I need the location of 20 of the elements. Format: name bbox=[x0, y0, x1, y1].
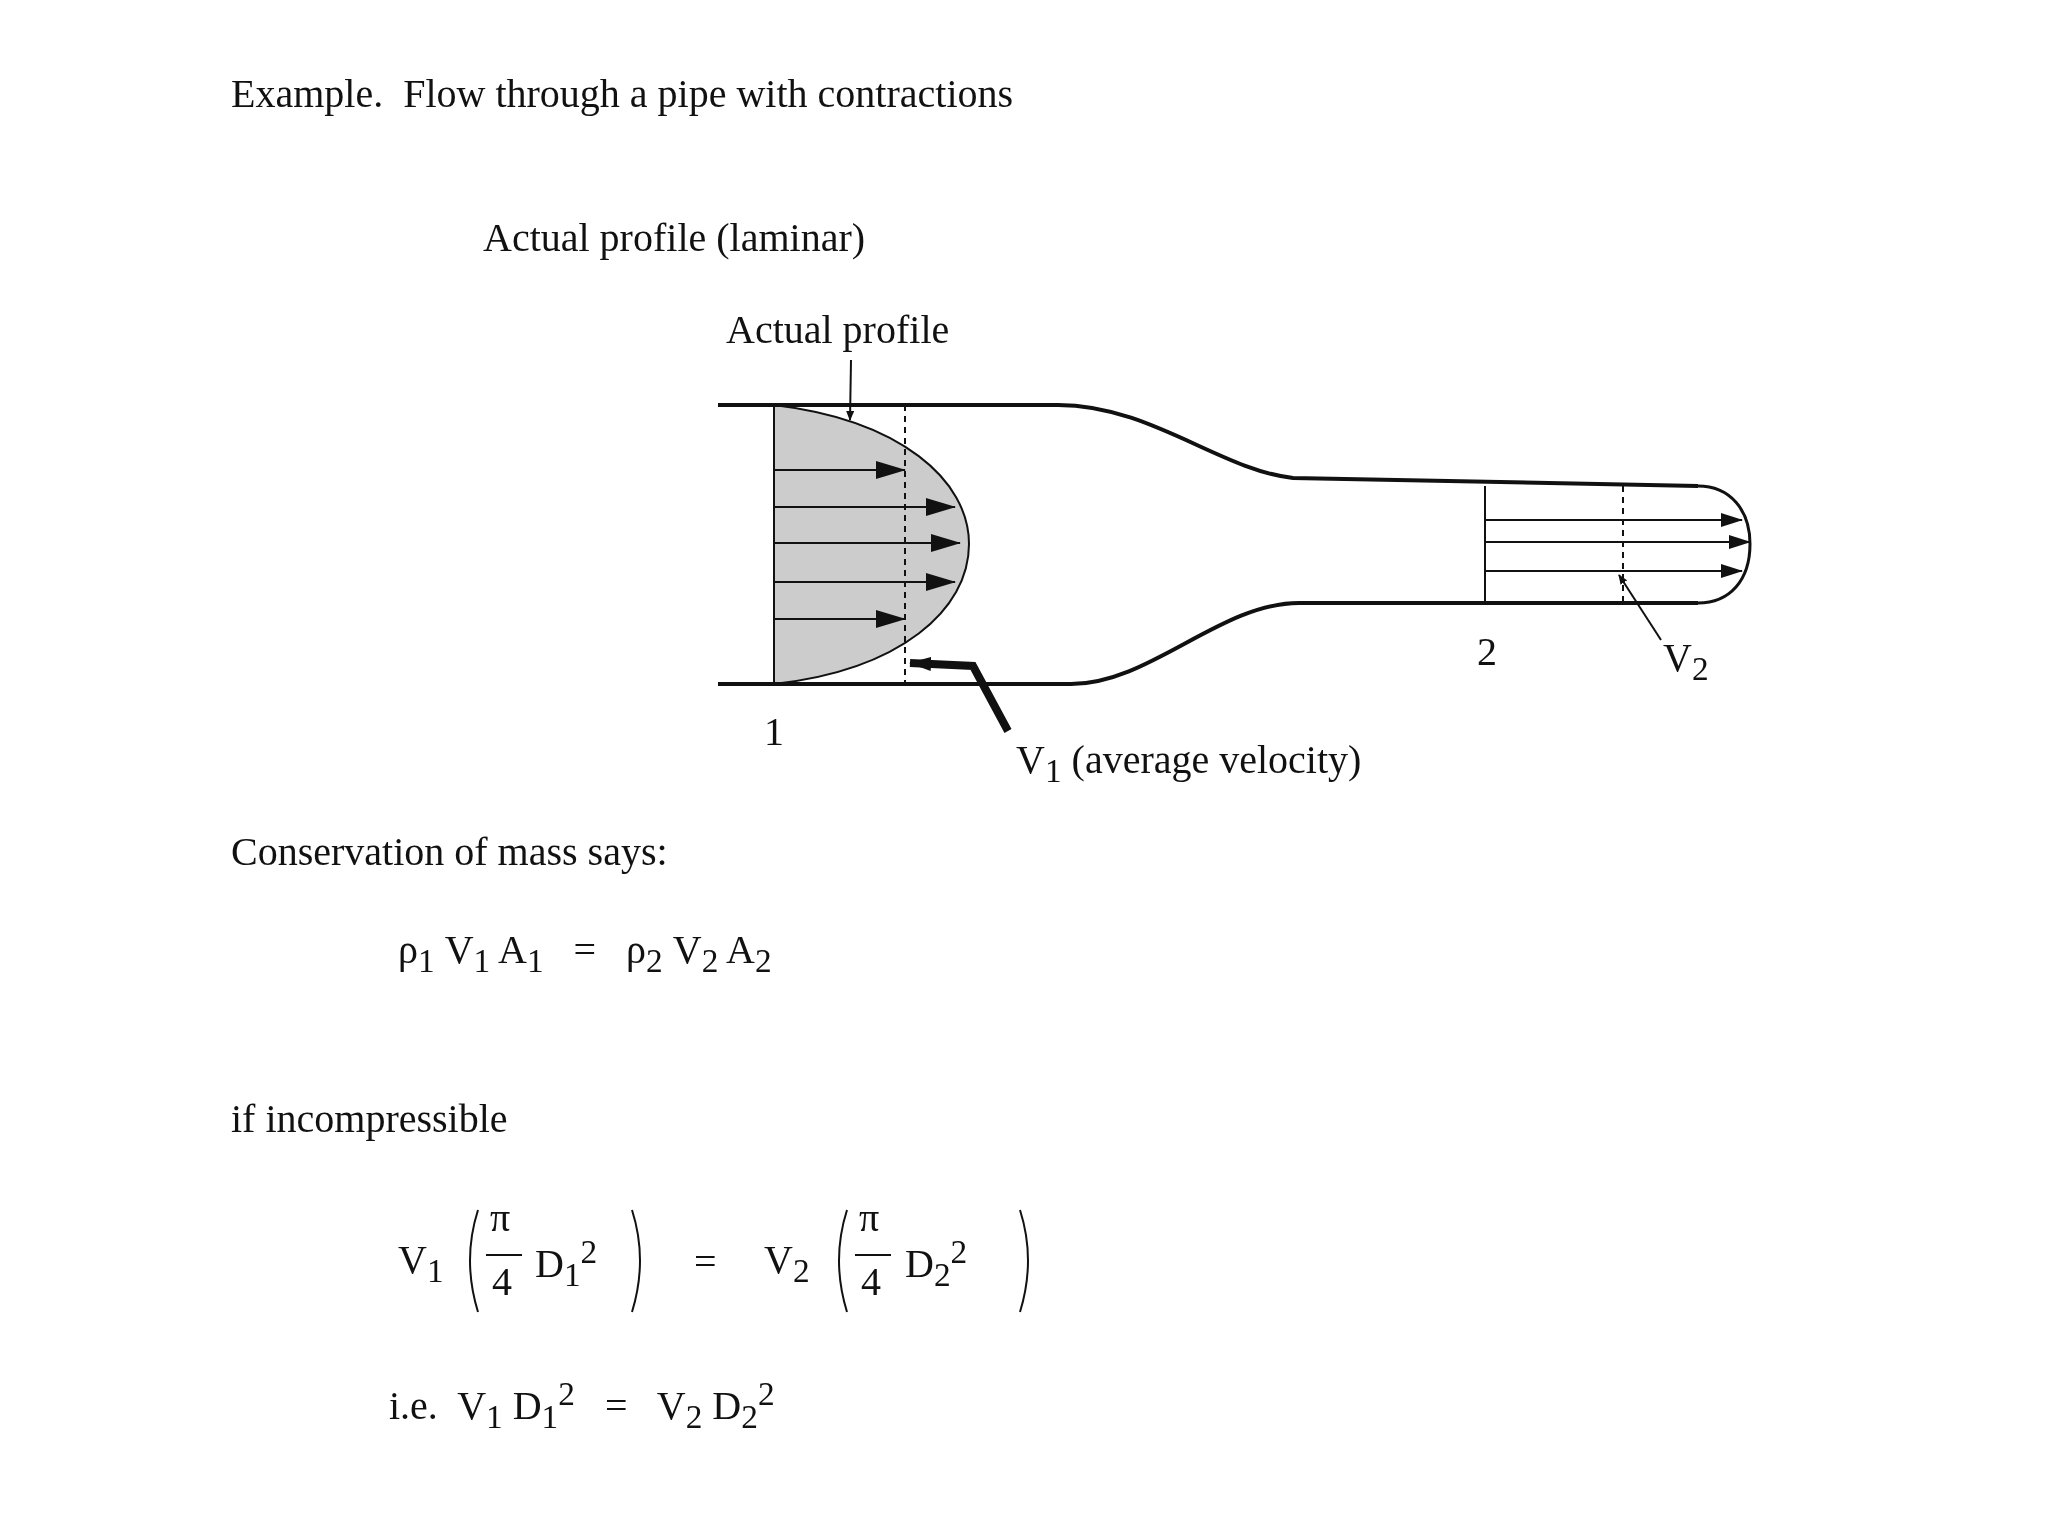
leader-line bbox=[909, 657, 1012, 733]
callout-label: Actual profile bbox=[726, 308, 950, 352]
math-symbol: 4 bbox=[492, 1260, 512, 1304]
section-number: 1 bbox=[764, 710, 784, 754]
equals-sign: = bbox=[694, 1240, 717, 1284]
callout-label: V$_{1}$ (average velocity) bbox=[1016, 738, 1362, 790]
leader-line bbox=[846, 359, 855, 421]
callout-label: V$_{2}$ bbox=[1663, 636, 1709, 688]
section-number: 2 bbox=[1477, 630, 1497, 674]
subheading: Actual profile (laminar) bbox=[483, 216, 866, 260]
leader-line bbox=[1618, 574, 1662, 641]
statement-text: if incompressible bbox=[231, 1097, 508, 1141]
math-symbol: 4 bbox=[861, 1260, 881, 1304]
math-symbol: π bbox=[859, 1196, 880, 1240]
math-symbol: V$_{1}$ bbox=[398, 1238, 444, 1290]
equation: ρ$_{1}$ V$_{1}$ A$_{1}$ = ρ$_{2}$ V$_{2}$ A$_{2}$ bbox=[398, 928, 772, 980]
math-symbol: π bbox=[490, 1196, 511, 1240]
math-symbol: V$_{2}$ bbox=[764, 1238, 810, 1290]
heading: Example. Flow through a pipe with contractions bbox=[231, 72, 1014, 116]
statement-text: Conservation of mass says: bbox=[231, 830, 668, 874]
